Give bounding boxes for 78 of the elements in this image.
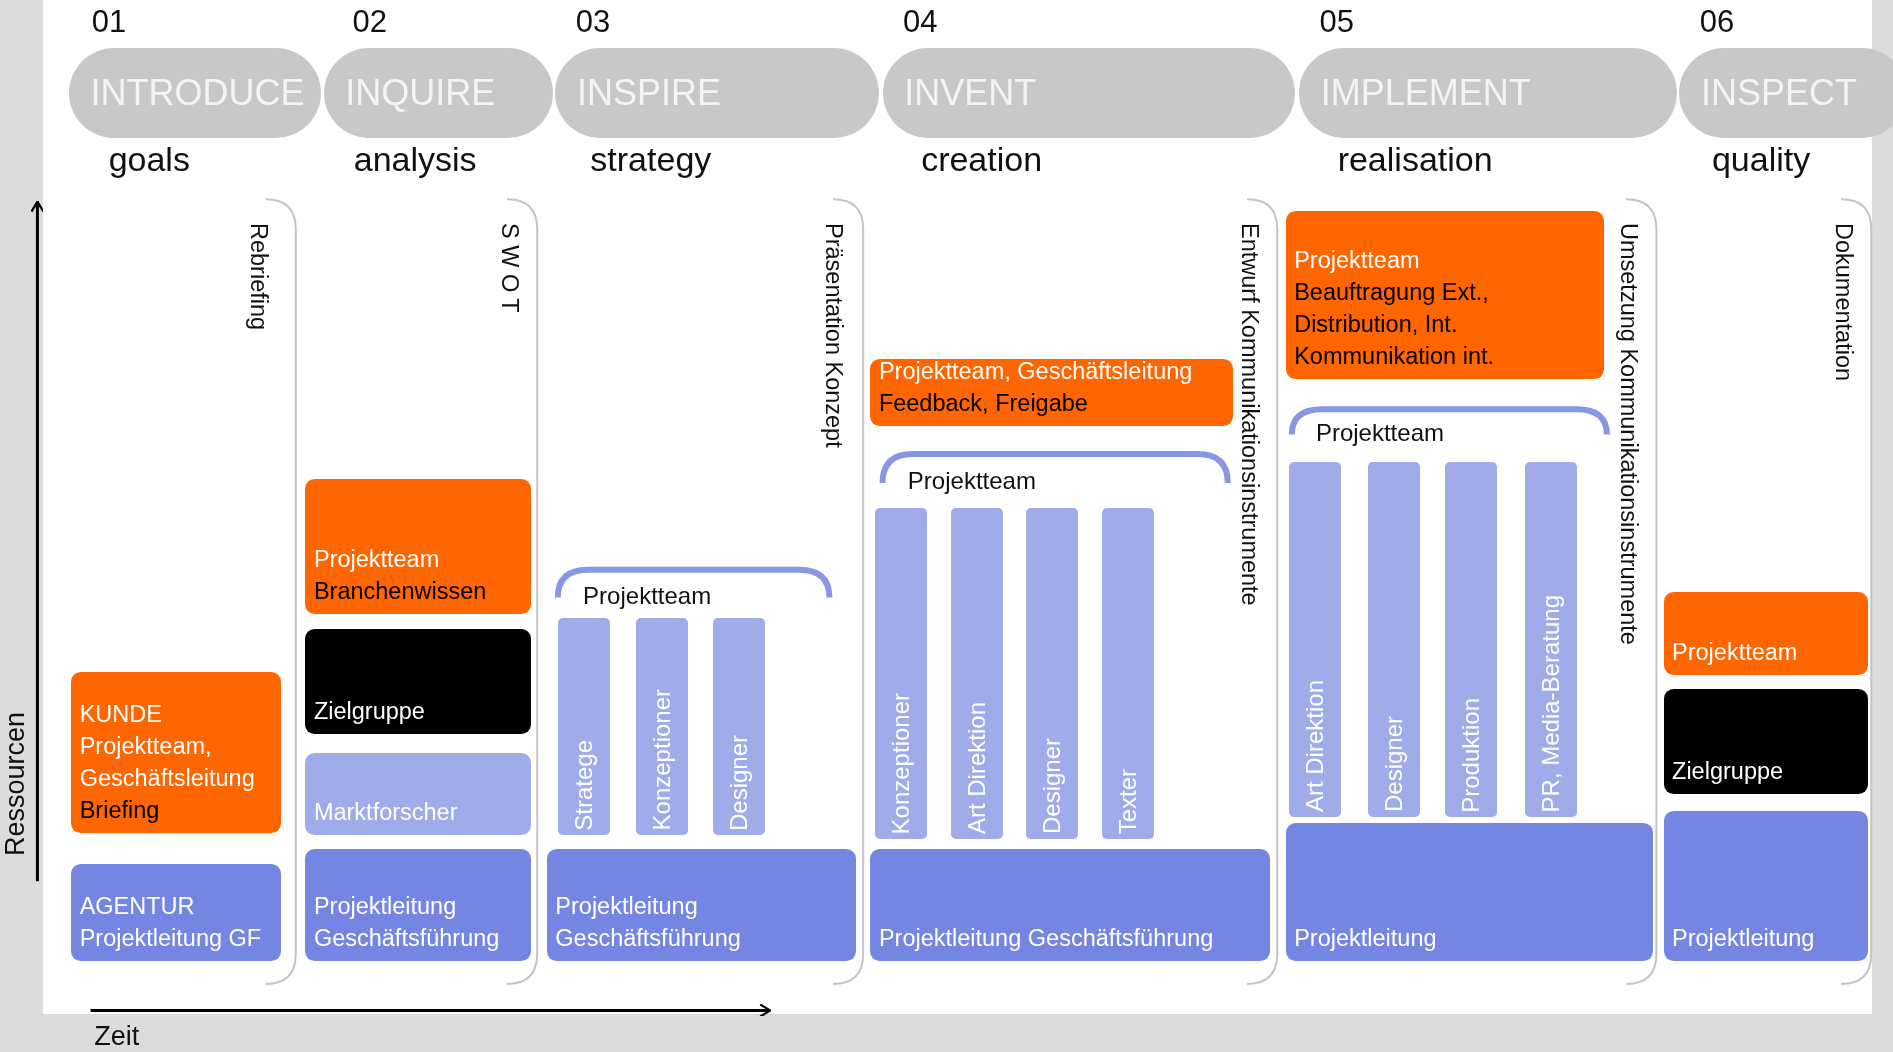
role-name: Art Direktion — [963, 702, 992, 835]
box-text: Briefing — [79, 795, 161, 825]
box-text: Projektteam, Geschäftsleitung — [878, 356, 1194, 386]
role-bar — [1445, 462, 1497, 818]
phase-number: 03 — [575, 3, 611, 40]
team-label: Projektteam — [907, 467, 1036, 496]
management-box — [1663, 811, 1868, 961]
role-bar — [557, 618, 610, 836]
team-label: Projektteam — [1315, 418, 1444, 447]
management-box — [1285, 823, 1653, 961]
phase-subtitle: strategy — [590, 140, 712, 180]
box-text: Projektleitung Geschäftsführung — [878, 923, 1215, 953]
role-name: Designer — [725, 734, 754, 831]
box-text: Zielgruppe — [1672, 757, 1785, 787]
phase-output-label: Umsetzung Kommunikationsinstrumente — [1615, 223, 1643, 646]
role-name: Konzeptioner — [648, 689, 677, 831]
management-box — [870, 848, 1271, 961]
team-label: Projektteam — [583, 581, 712, 610]
box-text: AGENTUR Projektleitung GF — [79, 891, 263, 953]
axis-label: Ressourcen — [0, 712, 31, 857]
phase-subtitle: realisation — [1337, 140, 1493, 180]
phase-output-label: Präsentation Konzept — [819, 223, 847, 449]
phase-number: 01 — [91, 3, 127, 40]
box-text: Projektteam — [313, 545, 441, 575]
role-bar — [636, 618, 689, 836]
phase-output-label: Entwurf Kommunikationsinstrumente — [1236, 223, 1264, 607]
role-name: Designer — [1379, 716, 1408, 813]
role-box — [305, 753, 532, 836]
role-bar — [1026, 508, 1079, 840]
role-name: PR, Media-Beratung — [1536, 595, 1565, 813]
phase-pill — [1679, 48, 1893, 138]
box-text: Feedback, Freigabe — [878, 388, 1089, 418]
role-bar — [1102, 508, 1155, 840]
phase-output-label: Dokumentation — [1830, 223, 1858, 382]
box-text: Projektleitung — [1294, 923, 1438, 953]
phase-subtitle: quality — [1711, 140, 1811, 180]
role-name: Stratege — [569, 739, 598, 831]
box-text: Zielgruppe — [313, 696, 426, 726]
management-box — [305, 848, 532, 961]
phase-output-label: S W O T — [496, 223, 524, 313]
phase-subtitle: creation — [921, 140, 1043, 180]
box-text: Branchenwissen — [313, 577, 488, 607]
phase-output-label: Rebriefing — [245, 223, 273, 331]
phase-subtitle: analysis — [353, 140, 477, 180]
role-name: Konzeptioner — [887, 692, 916, 835]
phase-number: 04 — [903, 3, 938, 40]
axis-label: Zeit — [94, 1021, 140, 1052]
audience-box — [1663, 689, 1868, 795]
team-box — [71, 672, 282, 833]
management-box — [71, 864, 282, 961]
role-bar — [875, 508, 928, 840]
role-bar — [1289, 462, 1342, 818]
team-box — [1285, 211, 1605, 380]
management-box — [546, 848, 856, 961]
role-bar — [1367, 462, 1420, 818]
box-text: KUNDE Projektteam, Geschäftsleitung — [79, 699, 256, 793]
box-text: Marktforscher — [313, 798, 459, 828]
box-text: Projektleitung Geschäftsführung — [555, 891, 742, 953]
team-box — [1663, 591, 1868, 675]
box-text: Projektteam — [1294, 245, 1421, 275]
role-name: Produktion — [1457, 697, 1486, 813]
role-bar — [713, 618, 766, 836]
box-text: Beauftragung Ext., Distribution, Int. Kommunikation int. — [1294, 277, 1495, 371]
phase-number: 02 — [352, 3, 387, 40]
phase-number: 06 — [1699, 3, 1735, 40]
team-box — [870, 358, 1233, 427]
box-text: Projektleitung Geschäftsführung — [313, 891, 501, 953]
role-name: Designer — [1038, 738, 1067, 835]
phase-number: 05 — [1319, 3, 1354, 40]
role-bar — [1524, 462, 1577, 818]
box-text: Projektleitung — [1672, 923, 1816, 953]
box-text: Projektteam — [1672, 637, 1799, 667]
role-name: Texter — [1114, 768, 1143, 835]
audience-box — [305, 629, 532, 734]
phase-subtitle: goals — [108, 140, 190, 180]
team-box — [305, 479, 532, 615]
role-name: Art Direktion — [1301, 680, 1330, 813]
role-bar — [951, 508, 1004, 840]
